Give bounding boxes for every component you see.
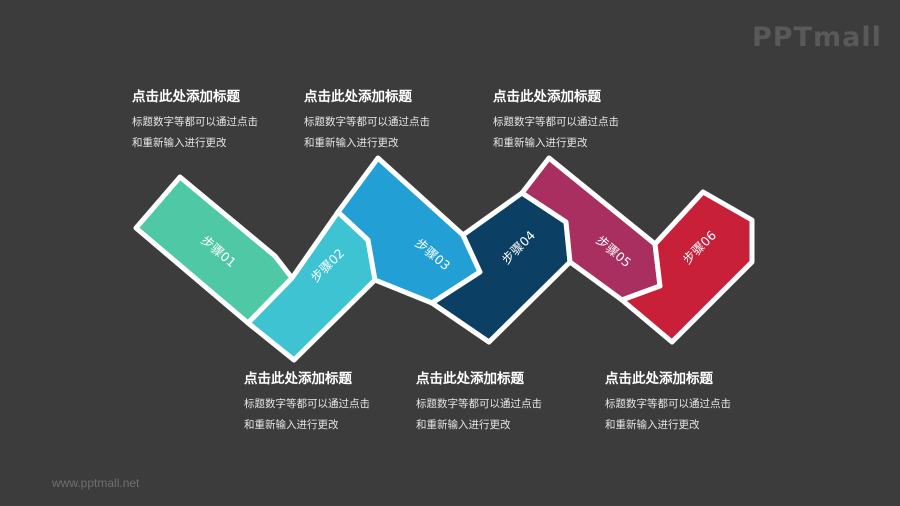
block-desc-line1: 标题数字等都可以通过点击 [244,398,370,410]
block-desc-line2: 和重新输入进行更改 [493,137,588,149]
block-title[interactable]: 点击此处添加标题 [304,89,412,105]
text-block-6: 点击此处添加标题 标题数字等都可以通过点击 和重新输入进行更改 [605,370,795,436]
block-desc-line1: 标题数字等都可以通过点击 [304,116,430,128]
block-desc-line2: 和重新输入进行更改 [304,137,399,149]
block-title[interactable]: 点击此处添加标题 [416,371,524,387]
text-block-3: 点击此处添加标题 标题数字等都可以通过点击 和重新输入进行更改 [304,88,494,154]
text-block-5: 点击此处添加标题 标题数字等都可以通过点击 和重新输入进行更改 [493,88,683,154]
block-desc-line1: 标题数字等都可以通过点击 [493,116,619,128]
block-title[interactable]: 点击此处添加标题 [605,371,713,387]
block-desc-line2: 和重新输入进行更改 [244,419,339,431]
text-block-2: 点击此处添加标题 标题数字等都可以通过点击 和重新输入进行更改 [244,370,434,436]
footer-url[interactable]: www.pptmall.net [52,476,140,490]
step-shape-6[interactable] [619,189,755,345]
text-block-4: 点击此处添加标题 标题数字等都可以通过点击 和重新输入进行更改 [416,370,606,436]
brand-logo: PPTmall [752,22,882,53]
block-desc-line1: 标题数字等都可以通过点击 [605,398,731,410]
block-desc-line2: 和重新输入进行更改 [416,419,511,431]
block-desc-line1: 标题数字等都可以通过点击 [416,398,542,410]
text-block-1: 点击此处添加标题 标题数字等都可以通过点击 和重新输入进行更改 [132,88,322,154]
block-title[interactable]: 点击此处添加标题 [244,371,352,387]
block-title[interactable]: 点击此处添加标题 [132,89,240,105]
block-desc-line2: 和重新输入进行更改 [605,419,700,431]
block-desc-line1: 标题数字等都可以通过点击 [132,116,258,128]
block-desc-line2: 和重新输入进行更改 [132,137,227,149]
block-title[interactable]: 点击此处添加标题 [493,89,601,105]
